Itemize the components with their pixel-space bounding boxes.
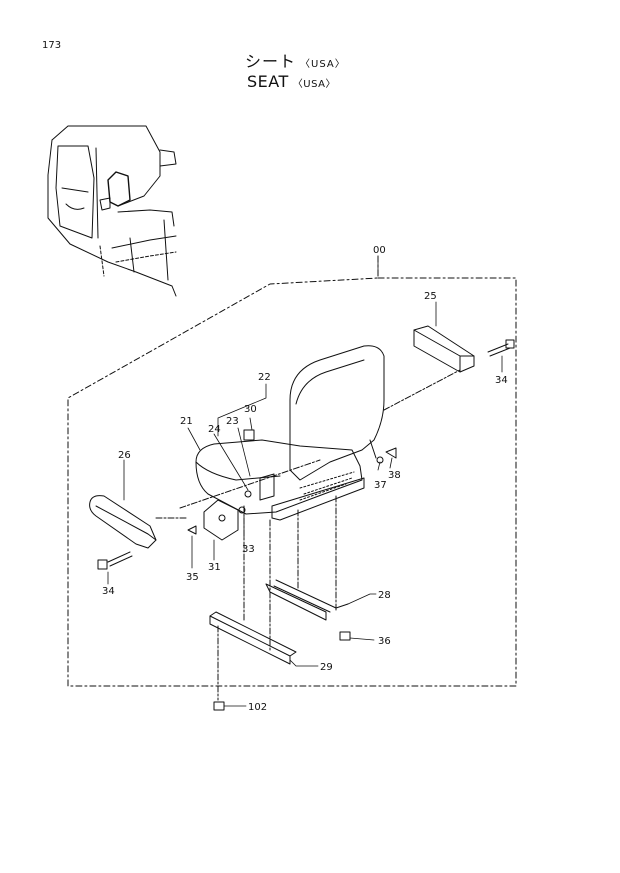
screw-24 [244,490,252,498]
title-jp-text: シート [245,52,297,71]
callout-36: 36 [378,636,391,647]
callout-34-left: 34 [102,586,115,597]
page-title-japanese: シート〈USA〉 [245,48,346,72]
knob-38 [385,447,397,459]
callout-102: 102 [248,702,267,713]
callout-37: 37 [374,480,387,491]
bolt-102 [213,701,225,711]
callout-38: 38 [388,470,401,481]
callout-34-right: 34 [495,375,508,386]
callout-23: 23 [226,416,239,427]
callout-21: 21 [180,416,193,427]
title-en-region: 〈USA〉 [292,79,336,90]
title-en-text: SEAT [247,72,289,91]
cab-location-inset [47,125,177,297]
nut-36 [339,631,351,641]
callout-30: 30 [244,404,257,415]
part-callouts: 00 25 34 22 30 21 23 24 26 38 37 33 31 3… [102,245,508,713]
slide-rail-lower [209,611,297,665]
callout-25: 25 [424,291,437,302]
assembly-lines [155,369,461,701]
title-jp-region: 〈USA〉 [300,59,346,70]
callout-31: 31 [208,562,221,573]
armrest-right [413,325,475,373]
bracket-23 [259,473,275,501]
adjust-plate [203,499,239,541]
callout-35: 35 [186,572,199,583]
page-number: 173 [42,40,62,51]
knob-30 [243,429,255,441]
bolt-34-right [487,339,515,357]
callout-22: 22 [258,372,271,383]
armrest-left [89,495,157,549]
page-title-english: SEAT〈USA〉 [247,72,336,91]
callout-33: 33 [242,544,255,555]
screw-35 [187,525,197,535]
assembly-boundary [67,255,517,687]
callout-29: 29 [320,662,333,673]
bolt-34-left [97,551,133,570]
seat-assembly [195,345,385,521]
nut-33 [238,506,246,514]
leader-lines [107,255,503,707]
callout-26: 26 [118,450,131,461]
callout-00: 00 [373,245,386,256]
callout-24: 24 [208,424,221,435]
callout-28: 28 [378,590,391,601]
